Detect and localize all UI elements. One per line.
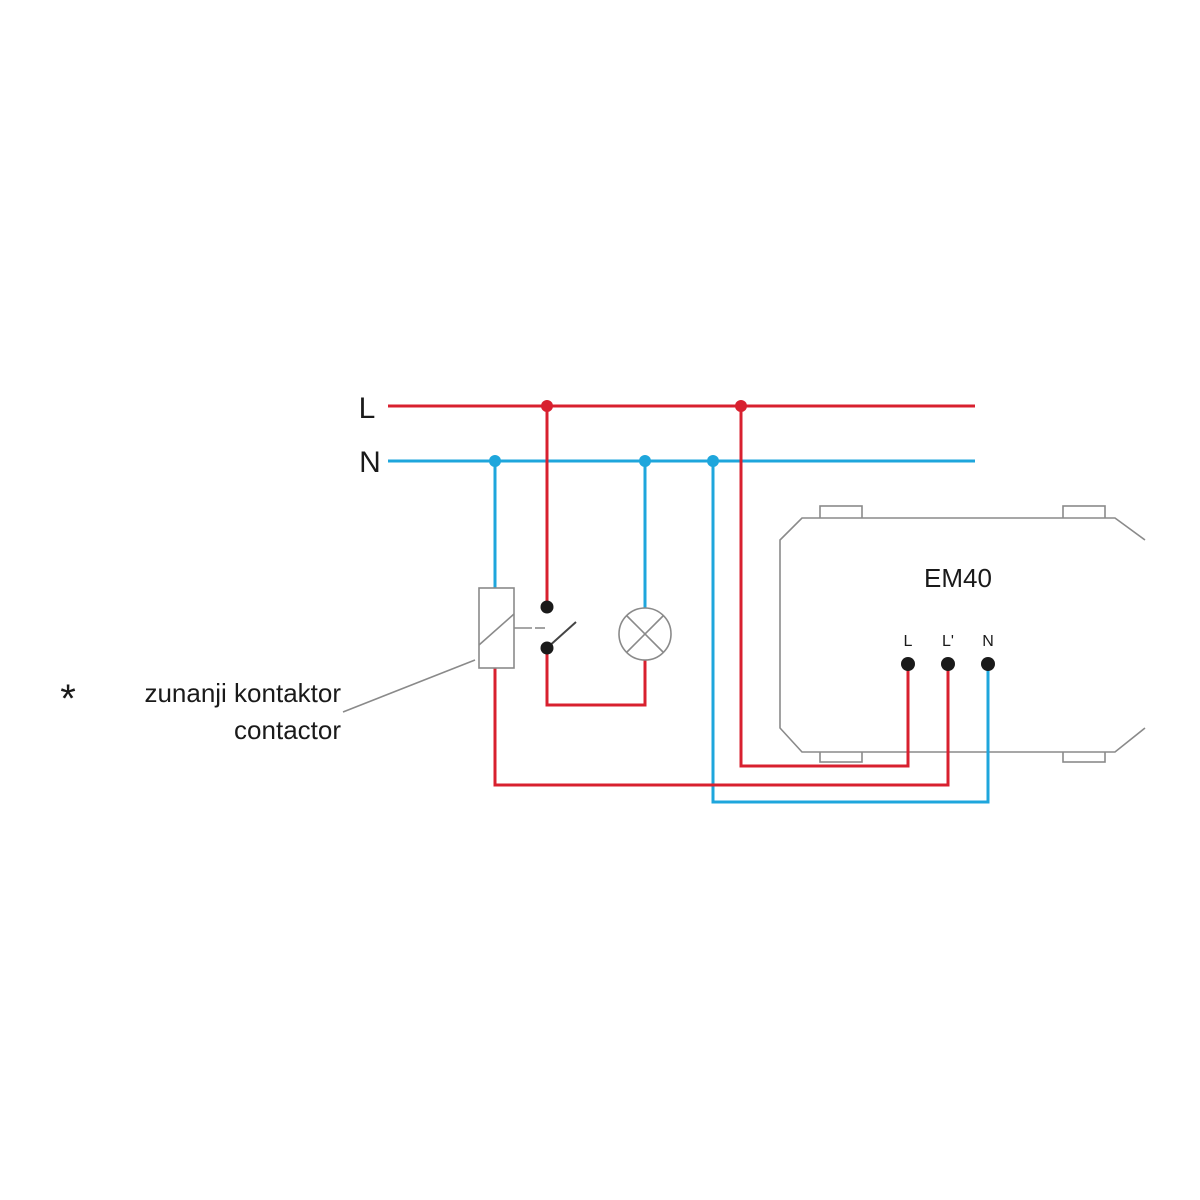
line-to-em40-l — [739, 406, 910, 768]
em40-terminals — [901, 657, 995, 671]
em40-device: EM40 L L' N — [779, 505, 1146, 763]
terminal-l-prime — [941, 657, 955, 671]
neutral-label: N — [359, 446, 381, 479]
terminal-label-l-prime: L' — [942, 633, 954, 650]
switch-to-lamp — [545, 648, 647, 707]
contactor-coil — [478, 587, 545, 669]
contactor-coil-box — [478, 587, 515, 669]
contactor-coil-diagonal — [478, 613, 515, 646]
terminal-l — [901, 657, 915, 671]
lamp-icon — [618, 607, 672, 661]
line-wiring — [388, 404, 975, 787]
junction-line-2 — [735, 400, 747, 412]
em40-title: EM40 — [924, 563, 992, 593]
line-label: L — [359, 392, 376, 425]
terminal-label-n: N — [982, 633, 994, 650]
lamp-cross-b — [626, 615, 664, 653]
contactor-label-en: contactor — [234, 715, 341, 745]
contactor-leader-line — [342, 659, 476, 713]
terminal-n — [981, 657, 995, 671]
em40-l-prime-to-contactor-coil — [493, 667, 950, 787]
em40-housing — [779, 517, 1146, 753]
contactor-label-sl: zunanji kontaktor — [144, 678, 341, 708]
contactor-asterisk: * — [60, 677, 76, 721]
junctions — [489, 400, 747, 467]
junction-neutral-3 — [707, 455, 719, 467]
switch-contact — [540, 600, 577, 655]
neutral-wiring — [388, 459, 990, 804]
terminal-label-l: L — [904, 633, 913, 650]
junction-neutral-1 — [489, 455, 501, 467]
neutral-to-em40-n — [711, 461, 990, 804]
junction-neutral-2 — [639, 455, 651, 467]
switch-terminal-bottom — [540, 641, 554, 655]
junction-line-1 — [541, 400, 553, 412]
switch-terminal-top — [540, 600, 554, 614]
